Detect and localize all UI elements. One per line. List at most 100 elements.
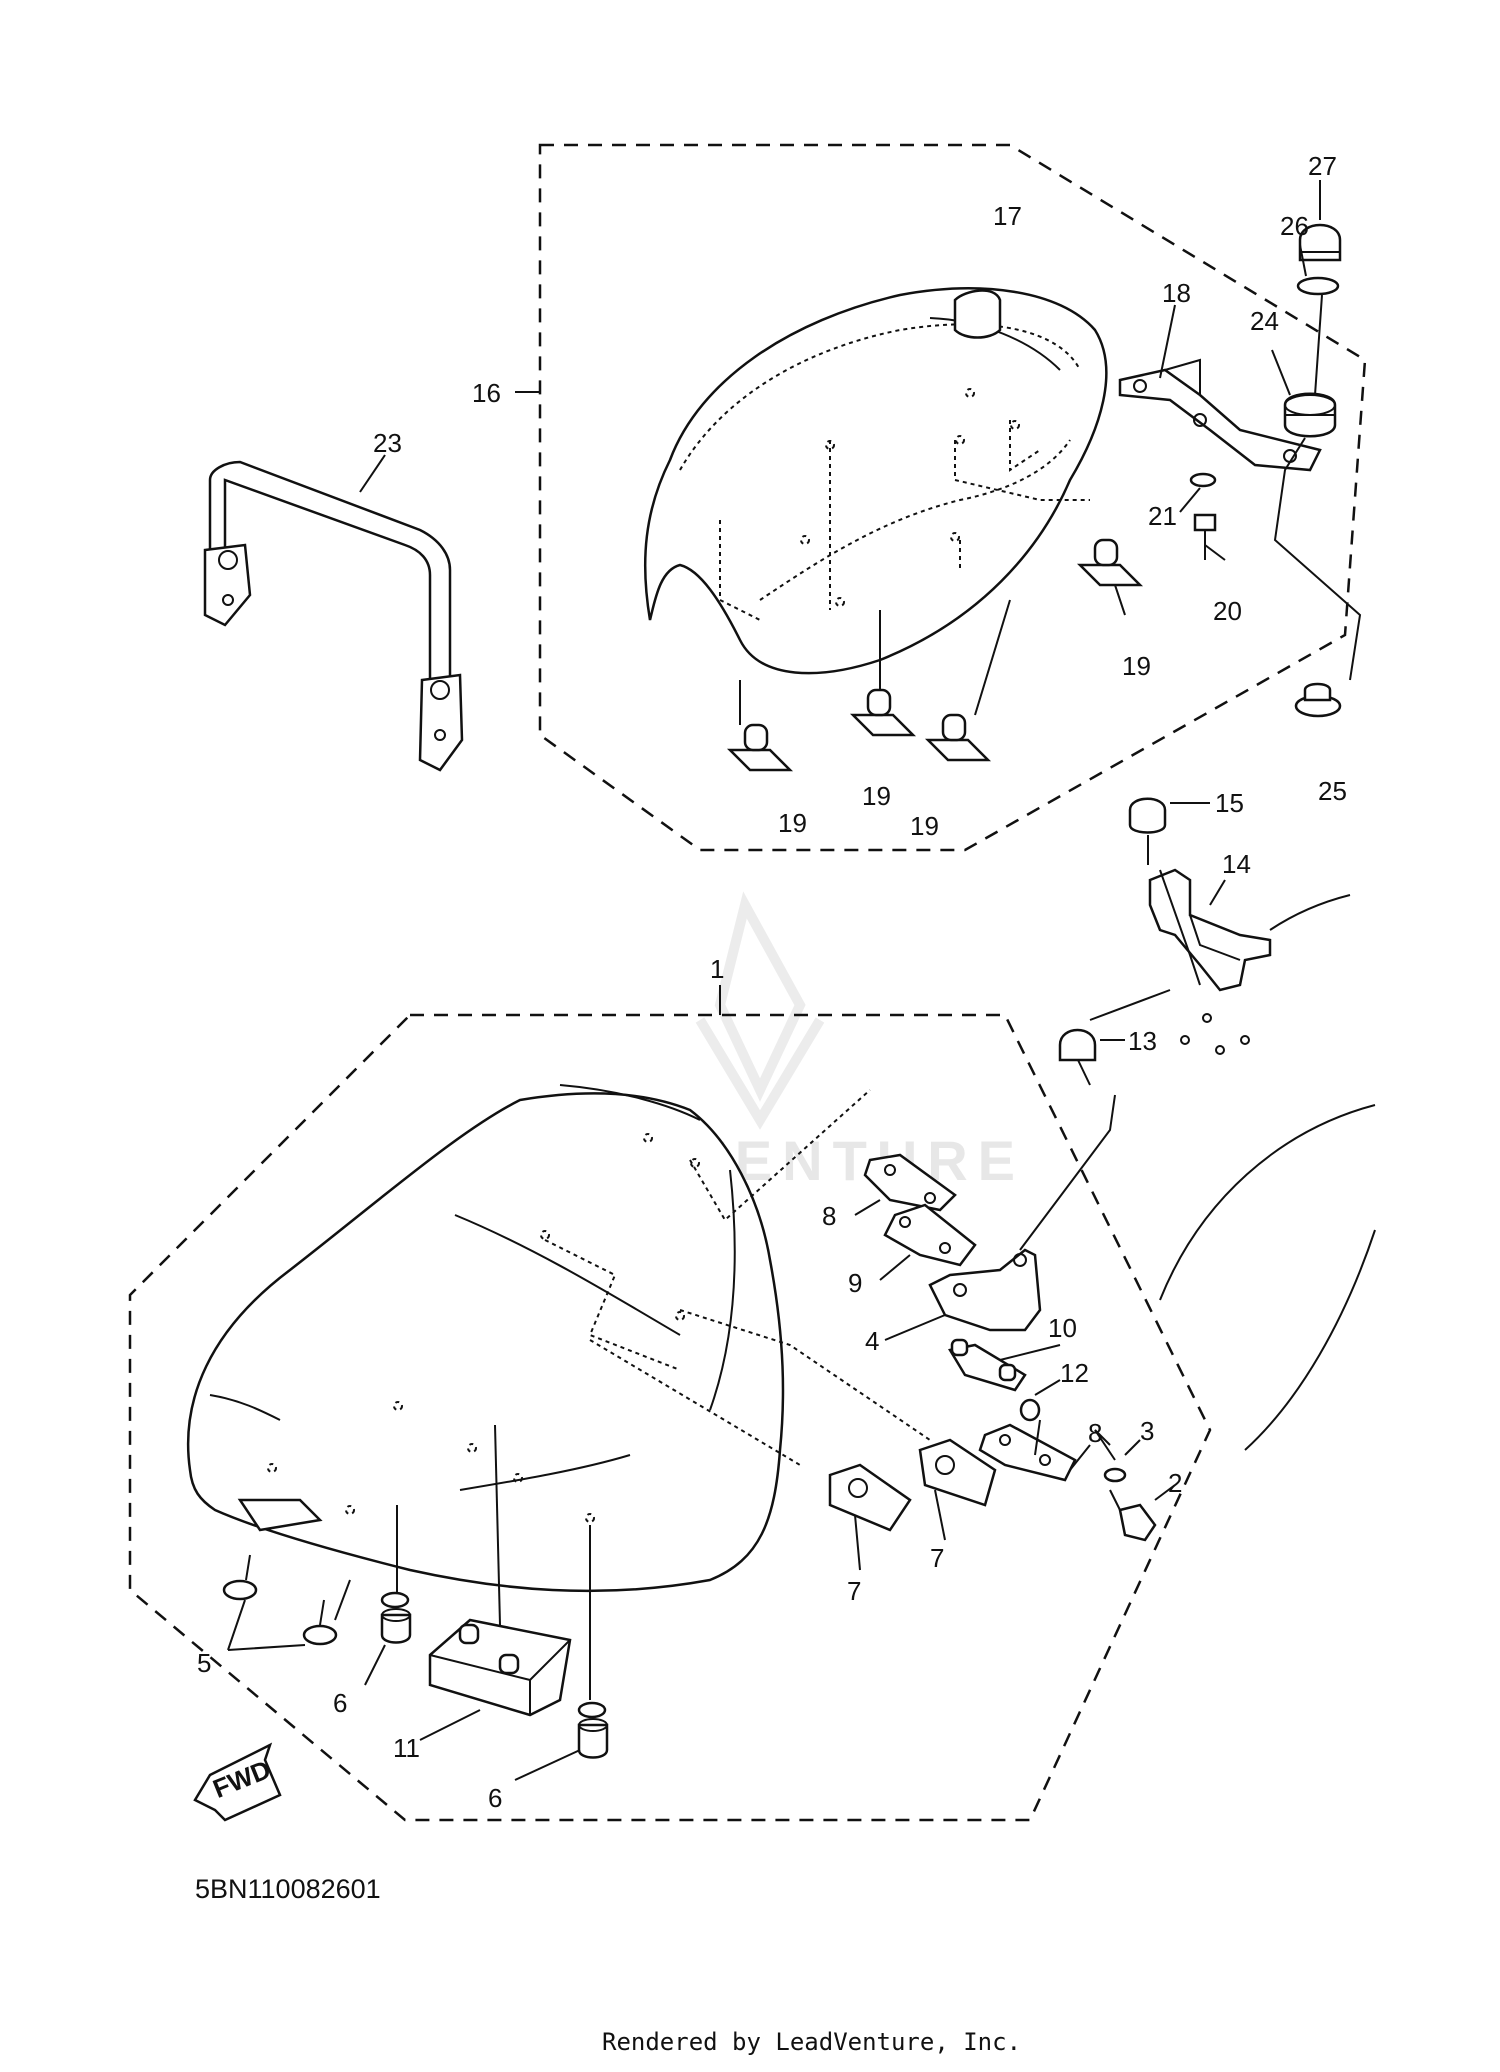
front-seat: [186, 1084, 931, 1593]
leader-8a: [854, 1199, 881, 1216]
leader-5: [227, 1599, 306, 1651]
leader-3: [1124, 1439, 1141, 1456]
leader-8b: [1034, 1419, 1091, 1471]
leader-26: [1299, 244, 1307, 277]
assembly-line-11: [494, 1424, 501, 1626]
plate-9: [883, 1203, 977, 1267]
callout-21: 21: [1148, 501, 1177, 531]
collar-12: [1019, 1398, 1041, 1422]
callout-19a: 19: [778, 808, 807, 838]
callout-17: 17: [993, 201, 1022, 231]
leader-23: [359, 454, 386, 493]
footer-credit: Rendered by LeadVenture, Inc.: [602, 2028, 1021, 2056]
callout-20: 20: [1213, 596, 1242, 626]
leader-14: [1209, 879, 1226, 906]
callout-27: 27: [1308, 151, 1337, 181]
assembly-line-13b: [1019, 1094, 1116, 1251]
damper-6-right: [577, 1701, 609, 1759]
nut-7-left: [828, 1463, 912, 1532]
leader-7a: [854, 1514, 861, 1571]
callout-12: 12: [1060, 1358, 1089, 1388]
leader-24: [1271, 349, 1291, 396]
callout-18: 18: [1162, 278, 1191, 308]
callout-6a: 6: [333, 1688, 347, 1718]
bolt-2: [1109, 1489, 1157, 1542]
callout-15: 15: [1215, 788, 1244, 818]
grab-bar-23: [203, 460, 464, 772]
callout-19b: 19: [862, 781, 891, 811]
leader-11: [419, 1709, 481, 1741]
callout-4: 4: [865, 1326, 879, 1356]
callout-19c: 19: [910, 811, 939, 841]
leader-10: [999, 1344, 1061, 1361]
callout-8a: 8: [822, 1201, 836, 1231]
assembly-line-3: [1094, 1429, 1116, 1461]
assembly-line-15: [1159, 869, 1201, 986]
bolt-20: [1193, 513, 1217, 560]
clip-19-d: [1076, 538, 1144, 587]
callout-1: 1: [710, 954, 724, 984]
callout-11: 11: [393, 1733, 420, 1763]
assembly-line-24: [1273, 294, 1362, 681]
callout-16: 16: [472, 378, 501, 408]
leader-19d: [1114, 584, 1126, 616]
assembly-line-13a: [1089, 989, 1171, 1021]
clip-10: [948, 1338, 1027, 1392]
plate-8-upper: [863, 1153, 957, 1212]
callout-26: 26: [1280, 211, 1309, 241]
callout-24: 24: [1250, 306, 1279, 336]
leader-9: [879, 1254, 911, 1281]
leader-2: [1154, 1484, 1176, 1501]
fastener-27-cap-nut: [1298, 223, 1342, 262]
leader-7b: [934, 1489, 946, 1541]
clip-19-a: [726, 723, 794, 772]
grommet-24: [1283, 392, 1337, 438]
bracket-14: [1148, 868, 1272, 992]
callout-2: 2: [1168, 1468, 1182, 1498]
assembly-boundary-16: [538, 143, 1367, 852]
fender-line-a: [1159, 1104, 1376, 1301]
assembly-line-5: [334, 1579, 351, 1621]
leader-20: [1204, 544, 1226, 561]
collar-25: [1294, 682, 1342, 718]
leader-21: [1179, 487, 1201, 513]
plate-8-lower: [978, 1423, 1077, 1482]
damper-6-left: [380, 1591, 412, 1644]
fwd-arrow-icon: FWD: [193, 1742, 282, 1822]
washer-3: [1103, 1467, 1127, 1483]
callout-10: 10: [1048, 1313, 1077, 1343]
clip-19-b: [849, 688, 917, 737]
callout-19d: 19: [1122, 651, 1151, 681]
washer-26: [1296, 276, 1340, 296]
callout-8b: 8: [1088, 1418, 1102, 1448]
callout-25: 25: [1318, 776, 1347, 806]
callout-5: 5: [197, 1648, 211, 1678]
bolt-15: [1128, 797, 1167, 865]
callout-13: 13: [1128, 1026, 1157, 1056]
leader-4: [884, 1314, 946, 1341]
fender-line-b: [1244, 1229, 1376, 1451]
seat-tab: [237, 1498, 323, 1532]
callout-7a: 7: [847, 1576, 861, 1606]
leader-18: [1159, 304, 1176, 379]
fastener-5-a: [222, 1554, 258, 1601]
strap-loop: [953, 289, 1002, 339]
nut-7-right: [918, 1438, 997, 1507]
bolt-13: [1058, 1028, 1097, 1086]
diagram-code: 5BN110082601: [195, 1874, 381, 1904]
bracket-4: [928, 1248, 1042, 1332]
callout-7b: 7: [930, 1543, 944, 1573]
leader-6b: [514, 1749, 581, 1781]
clip-19-c: [924, 713, 992, 762]
block-11: [428, 1618, 572, 1717]
assembly-boundary-1: [128, 1013, 1212, 1822]
callout-9: 9: [848, 1268, 862, 1298]
washer-21: [1189, 472, 1217, 488]
rear-seat: [643, 287, 1108, 675]
callout-6b: 6: [488, 1783, 502, 1813]
callout-14: 14: [1222, 849, 1251, 879]
callout-3: 3: [1140, 1416, 1154, 1446]
leader-19c: [974, 599, 1011, 716]
callout-23: 23: [373, 428, 402, 458]
